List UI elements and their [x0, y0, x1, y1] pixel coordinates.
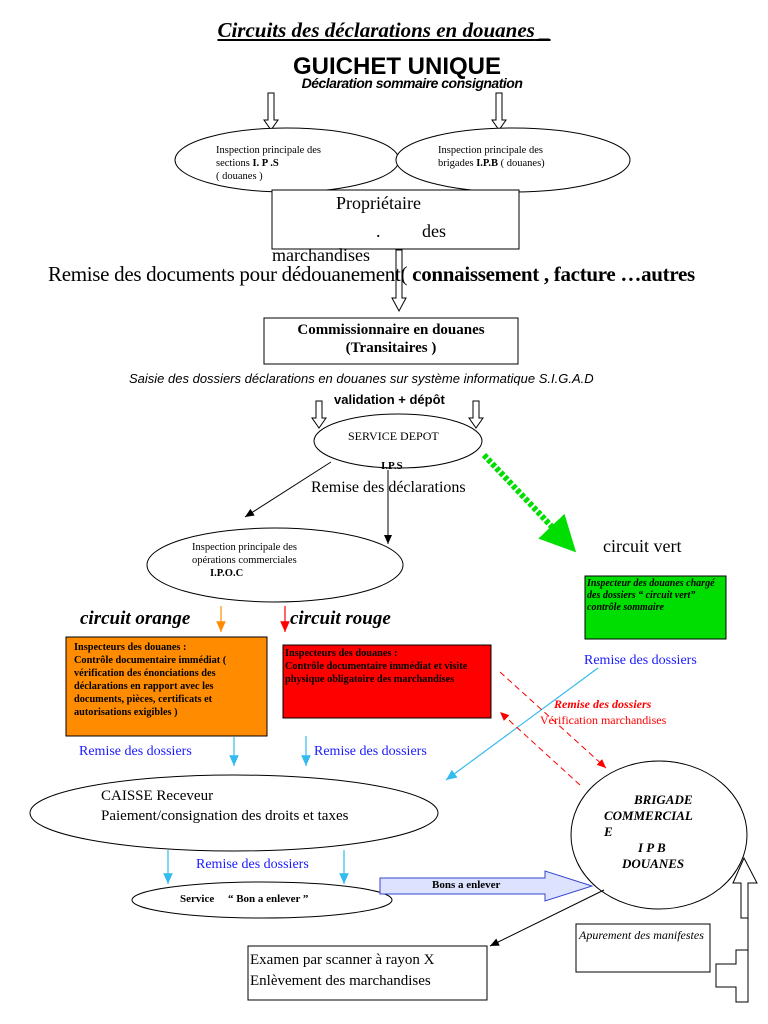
box-orange — [65, 636, 268, 737]
remise-declarations-text: Remise des déclarations — [311, 479, 466, 496]
ellipse-bon-enlever — [131, 881, 393, 919]
ellipse-ipoc — [146, 527, 404, 603]
proprietaire-line3: des — [422, 221, 446, 241]
box-vert-text: Inspecteur des douanes chargé des dossie… — [587, 578, 715, 613]
subtitle-guichet-unique: GUICHET UNIQUE — [292, 53, 501, 80]
brigade-text: BRIGADE COMMERCIAL E I P B DOUANES — [604, 792, 693, 871]
remise-dossiers-rouge: Remise des dossiers — [314, 744, 427, 759]
proprietaire-line1: Propriétaire — [336, 193, 421, 213]
apurement-box — [575, 923, 711, 973]
remise-documents-line: Remise des documents pour dédouanement( … — [48, 262, 695, 286]
ellipse-service-depot — [313, 413, 483, 469]
examen-box — [247, 945, 488, 1001]
caisse-text: CAISSE Receveur Paiement/consignation de… — [101, 788, 349, 824]
circuit-vert-label: circuit vert — [603, 536, 682, 556]
hollow-arrow-right-top — [491, 92, 507, 131]
remise-dossiers-orange: Remise des dossiers — [79, 744, 192, 759]
ellipse-caisse — [29, 774, 439, 852]
ellipse-ipb-text: Inspection principale des brigades I.P.B… — [438, 145, 545, 169]
arrow-red-dashed-up — [499, 711, 581, 786]
ellipse-ips-text: Inspection principale des sections I. P … — [216, 145, 321, 182]
arrow-depot-to-ipoc-left — [244, 461, 332, 518]
page-title: Circuits des déclarations en douanes _ — [217, 18, 551, 42]
saisie-text: Saisie des dossiers déclarations en doua… — [129, 371, 594, 386]
remise-dossiers-red-label: Remise des dossiers — [554, 697, 652, 711]
arrow-circuit-vert — [481, 452, 577, 553]
arrow-vert-to-caisse — [445, 667, 599, 781]
verification-marchandises-label: Vérification marchandises — [540, 713, 667, 727]
ellipse-brigade — [570, 760, 748, 910]
examen-text: Examen par scanner à rayon X Enlèvement … — [250, 952, 435, 989]
arrow-brigade-to-examen — [489, 889, 605, 947]
hollow-arrow-depot-right — [468, 400, 484, 429]
box-orange-text: Inspecteurs des douanes : Contrôle docum… — [74, 642, 227, 718]
hollow-arrow-depot-left — [311, 400, 327, 429]
bons-a-enlever-label: Bons a enlever — [432, 879, 501, 891]
arrow-red-dashed-down — [499, 671, 607, 769]
subtitle-declaration-sommaire: Déclaration sommaire consignation — [301, 75, 523, 91]
proprietaire-line4: marchandises — [272, 245, 370, 265]
commissionnaire-box — [263, 317, 519, 365]
proprietaire-box — [271, 189, 520, 250]
remise-dossiers-vert: Remise des dossiers — [584, 653, 697, 668]
hollow-arrow-left-top — [263, 92, 279, 131]
ipoc-text: Inspection principale des opérations com… — [192, 542, 297, 579]
box-vert — [584, 575, 727, 640]
proprietaire-line2: . — [376, 221, 381, 241]
apurement-text: Apurement des manifestes — [579, 928, 704, 942]
hollow-arrow-to-commissionnaire — [391, 249, 407, 313]
arrow-bons-a-enlever — [379, 870, 594, 902]
circuit-orange-label: circuit orange — [80, 608, 191, 629]
commissionnaire-text: Commissionnaire en douanes (Transitaires… — [297, 322, 485, 356]
bon-enlever-text: Service “ Bon a enlever ” — [180, 893, 309, 905]
box-rouge — [282, 644, 492, 719]
validation-depot-text: validation + dépôt — [334, 392, 445, 407]
hollow-arrow-return — [715, 856, 758, 1003]
remise-dossiers-caisse: Remise des dossiers — [196, 857, 309, 872]
box-rouge-text: Inspecteurs des douanes : Contrôle docum… — [285, 648, 468, 685]
service-depot-abbr: I.P.S — [381, 460, 403, 472]
service-depot-name: SERVICE DEPOT — [348, 429, 439, 443]
circuit-rouge-label: circuit rouge — [290, 608, 391, 629]
